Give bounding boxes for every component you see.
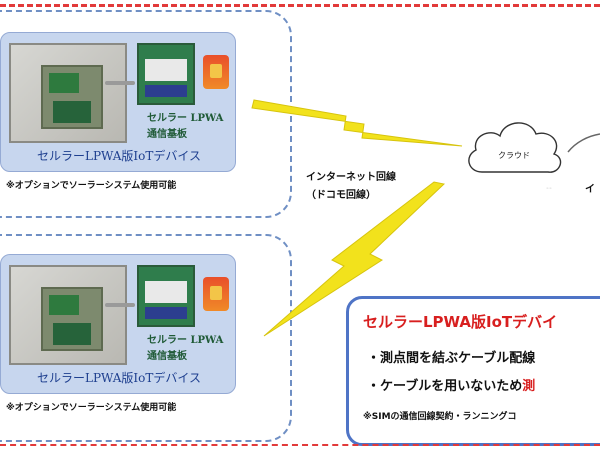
sim-card-icon: [203, 55, 229, 89]
edge-label-fragment: イ: [585, 184, 595, 195]
enclosure-photo: [9, 43, 135, 143]
solar-option-note: ※オプションでソーラーシステム使用可能: [6, 403, 177, 413]
device-card-2: セルラー LPWA 通信基板 セルラーLPWA版IoTデバイス: [0, 254, 236, 394]
enclosure-photo: [9, 265, 135, 365]
connector-arc: [567, 133, 600, 153]
module-label-bottom: 通信基板: [147, 129, 187, 140]
enclosure-interior: [41, 287, 103, 351]
bottom-boundary-line: [0, 444, 600, 446]
device-card-1: セルラー LPWA 通信基板 セルラーLPWA版IoTデバイス: [0, 32, 236, 172]
device-group-2: [0, 234, 292, 442]
small-mark: ◦◦: [546, 186, 552, 192]
info-note: ※SIMの通信回線契約・ランニングコ: [363, 412, 517, 422]
module-label-top: セルラー LPWA: [147, 113, 224, 124]
module-label-sticker: [145, 59, 187, 81]
lightning-bolt-icon: [263, 181, 446, 337]
lightning-bolt-icon: [251, 99, 463, 147]
circuit-board-icon: [49, 73, 79, 93]
cable-icon: [105, 303, 135, 307]
sim-card-icon: [203, 277, 229, 311]
module-connector: [145, 307, 187, 319]
cloud-icon: [468, 122, 562, 173]
module-connector: [145, 85, 187, 97]
circuit-board-icon: [53, 323, 91, 345]
top-boundary-line: [0, 4, 600, 7]
info-bullet-2-highlight: 測: [522, 379, 536, 394]
module-label-top: セルラー LPWA: [147, 335, 224, 346]
cable-icon: [105, 81, 135, 85]
sim-chip: [210, 64, 222, 78]
module-label-bottom: 通信基板: [147, 351, 187, 362]
circuit-board-icon: [49, 295, 79, 315]
device-caption: セルラーLPWA版IoTデバイス: [36, 371, 202, 385]
info-bullet-2-text: ・ケーブルを用いないため: [367, 379, 523, 394]
info-bullet-2: ・ケーブルを用いないため測: [367, 375, 535, 394]
module-label-sticker: [145, 281, 187, 303]
info-bullet-1: ・測点間を結ぶケーブル配線: [367, 351, 536, 366]
info-title: セルラーLPWA版IoTデバイ: [363, 313, 558, 331]
lpwa-module-photo: [137, 265, 195, 327]
enclosure-interior: [41, 65, 103, 129]
cloud-label: クラウド: [498, 151, 530, 160]
circuit-board-icon: [53, 101, 91, 123]
sim-chip: [210, 286, 222, 300]
device-caption: セルラーLPWA版IoTデバイス: [36, 149, 202, 163]
feature-info-box: セルラーLPWA版IoTデバイ ・測点間を結ぶケーブル配線 ・ケーブルを用いない…: [346, 296, 600, 446]
docomo-line-label: （ドコモ回線）: [306, 190, 376, 201]
solar-option-note: ※オプションでソーラーシステム使用可能: [6, 181, 177, 191]
internet-line-label: インターネット回線: [306, 172, 396, 183]
lpwa-module-photo: [137, 43, 195, 105]
